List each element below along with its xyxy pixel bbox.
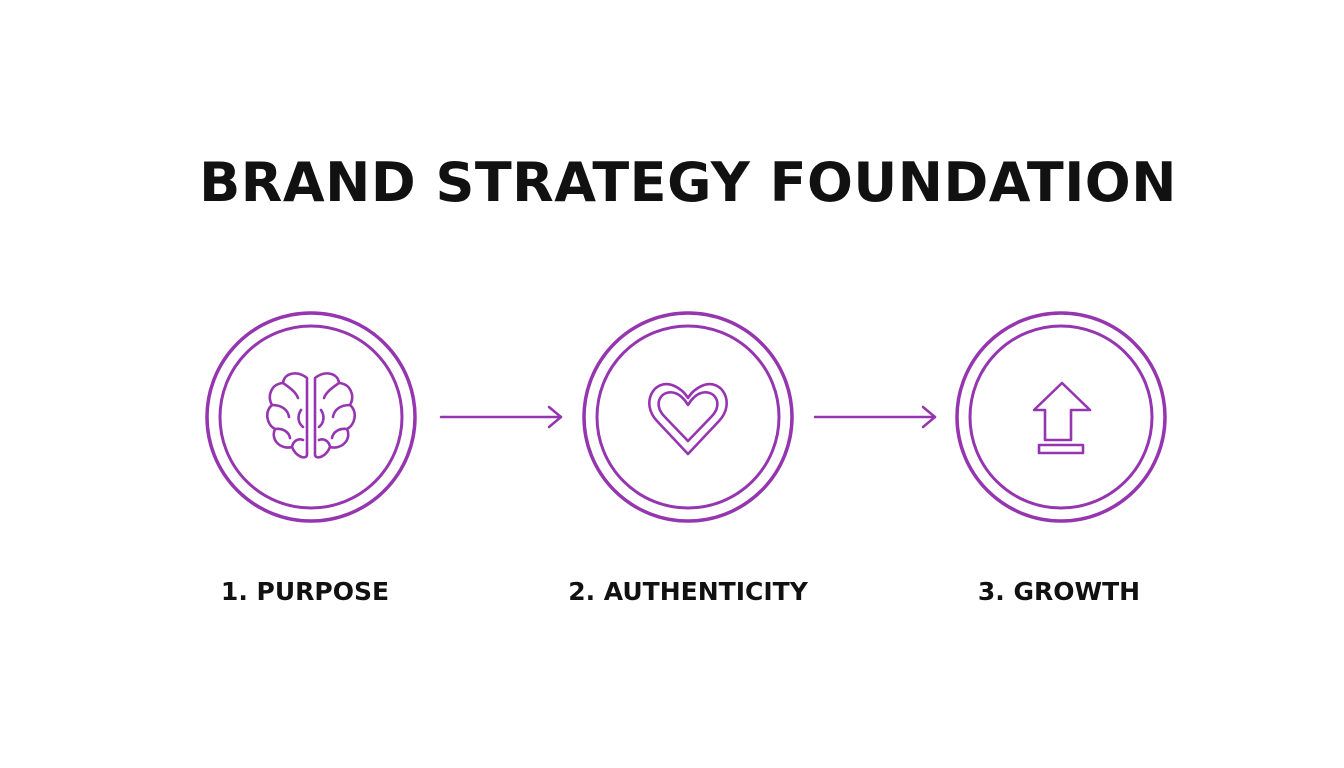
- diagram-title: BRAND STRATEGY FOUNDATION: [199, 151, 1177, 214]
- step-3-outer-ring: [955, 311, 1167, 523]
- step-2-inner-ring: [595, 324, 781, 510]
- step-2-outer-ring: [582, 311, 794, 523]
- step-3-node: [955, 311, 1167, 523]
- step-2-node: [582, 311, 794, 523]
- heart-icon: [648, 382, 728, 456]
- arrow-up-icon: [1032, 381, 1092, 455]
- arrow-1-to-2: [439, 405, 563, 429]
- brain-icon: [266, 372, 356, 459]
- step-3-inner-ring: [968, 324, 1154, 510]
- step-1-outer-ring: [205, 311, 417, 523]
- arrow-2-to-3: [813, 405, 937, 429]
- step-1-label: 1. PURPOSE: [220, 577, 390, 606]
- step-3-label: 3. GROWTH: [977, 577, 1141, 606]
- step-1-inner-ring: [218, 324, 404, 510]
- step-1-node: [205, 311, 417, 523]
- step-2-label: 2. AUTHENTICITY: [568, 577, 808, 606]
